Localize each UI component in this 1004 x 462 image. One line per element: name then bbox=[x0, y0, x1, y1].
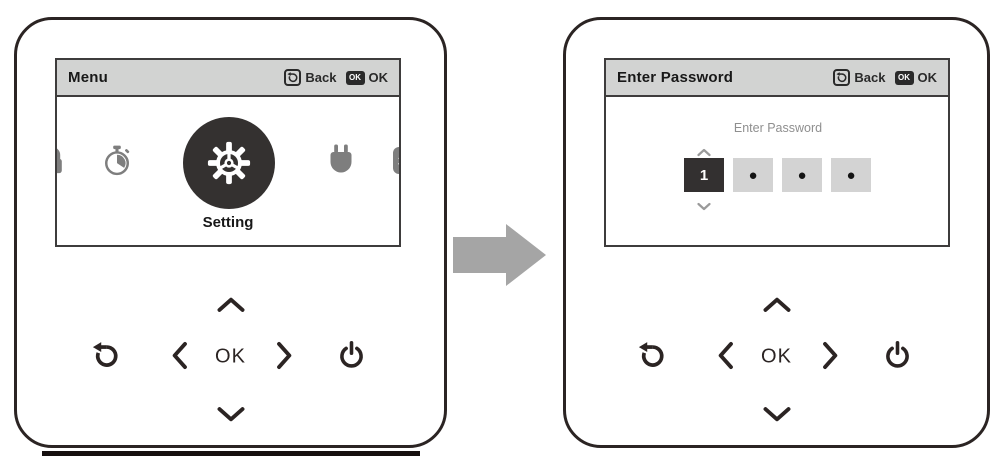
setting-gear-icon bbox=[207, 141, 251, 185]
password-fields: 1 ● ● ● bbox=[684, 158, 871, 192]
back-hint: Back bbox=[284, 69, 337, 86]
chevron-up-icon bbox=[217, 297, 244, 312]
energy-plug-icon[interactable]: e bbox=[326, 144, 356, 192]
digit-down-icon[interactable] bbox=[697, 198, 711, 216]
page-title: Menu bbox=[68, 69, 108, 86]
power-button[interactable] bbox=[884, 341, 911, 373]
password-screen: Enter Password Back OK OK Enter Password bbox=[604, 58, 950, 247]
transition-arrow-icon bbox=[453, 224, 547, 291]
password-screen-body: Enter Password 1 ● ● ● bbox=[606, 97, 948, 245]
control-row: OK bbox=[566, 339, 987, 375]
chevron-left-icon bbox=[172, 342, 187, 369]
chevron-right-icon bbox=[822, 342, 837, 369]
back-hint-label: Back bbox=[854, 70, 886, 85]
energy-letter: e bbox=[337, 176, 345, 192]
menu-screen-header: Menu Back OK OK bbox=[57, 60, 399, 97]
selected-menu-label: Setting bbox=[202, 214, 254, 231]
back-hint: Back bbox=[833, 69, 886, 86]
partial-icon-glyph: 3 bbox=[398, 153, 399, 169]
remote-controller-menu: Menu Back OK OK bbox=[14, 17, 447, 448]
control-row: OK bbox=[17, 339, 444, 375]
ok-hint: OK OK bbox=[345, 70, 389, 85]
chevron-down-icon bbox=[763, 407, 790, 422]
back-arrow-icon bbox=[833, 69, 851, 86]
partial-next-icon[interactable]: 3 bbox=[393, 147, 399, 174]
ok-badge-icon: OK bbox=[894, 70, 914, 85]
back-hint-label: Back bbox=[305, 70, 337, 85]
chevron-down-icon bbox=[217, 407, 244, 422]
up-button[interactable] bbox=[762, 296, 792, 316]
power-icon bbox=[339, 341, 363, 368]
page-title: Enter Password bbox=[617, 69, 734, 86]
lock-icon[interactable] bbox=[57, 146, 66, 181]
remote-controller-password: Enter Password Back OK OK Enter Password bbox=[563, 17, 990, 448]
left-button[interactable] bbox=[717, 341, 734, 374]
ok-button[interactable]: OK bbox=[756, 346, 798, 369]
ok-hint-label: OK bbox=[368, 70, 389, 85]
up-button[interactable] bbox=[216, 296, 246, 316]
password-digit-masked[interactable]: ● bbox=[782, 158, 822, 192]
password-digit-masked[interactable]: ● bbox=[733, 158, 773, 192]
left-button[interactable] bbox=[171, 341, 188, 374]
right-button[interactable] bbox=[276, 341, 293, 374]
ok-button[interactable]: OK bbox=[210, 346, 252, 369]
power-button[interactable] bbox=[338, 341, 365, 373]
right-button[interactable] bbox=[822, 341, 839, 374]
password-screen-header: Enter Password Back OK OK bbox=[606, 60, 948, 97]
power-icon bbox=[885, 341, 909, 368]
back-button[interactable] bbox=[92, 341, 119, 373]
menu-screen: Menu Back OK OK bbox=[55, 58, 401, 247]
back-arrow-icon bbox=[92, 342, 118, 367]
password-prompt: Enter Password bbox=[733, 121, 823, 135]
down-button[interactable] bbox=[762, 406, 792, 426]
chevron-right-icon bbox=[276, 342, 291, 369]
timer-icon[interactable] bbox=[103, 145, 132, 181]
ok-hint-label: OK bbox=[917, 70, 938, 85]
back-arrow-icon bbox=[284, 69, 302, 86]
crop-artifact-bar bbox=[42, 451, 420, 456]
digit-up-icon[interactable] bbox=[697, 144, 711, 162]
chevron-up-icon bbox=[763, 297, 790, 312]
password-digit-active[interactable]: 1 bbox=[684, 158, 724, 192]
menu-item-setting[interactable] bbox=[183, 117, 275, 209]
ok-hint: OK OK bbox=[894, 70, 938, 85]
ok-badge-icon: OK bbox=[345, 70, 365, 85]
back-button[interactable] bbox=[638, 341, 665, 373]
menu-screen-body: e 3 Setting bbox=[57, 97, 399, 245]
password-digit-masked[interactable]: ● bbox=[831, 158, 871, 192]
down-button[interactable] bbox=[216, 406, 246, 426]
back-arrow-icon bbox=[638, 342, 664, 367]
chevron-left-icon bbox=[718, 342, 733, 369]
